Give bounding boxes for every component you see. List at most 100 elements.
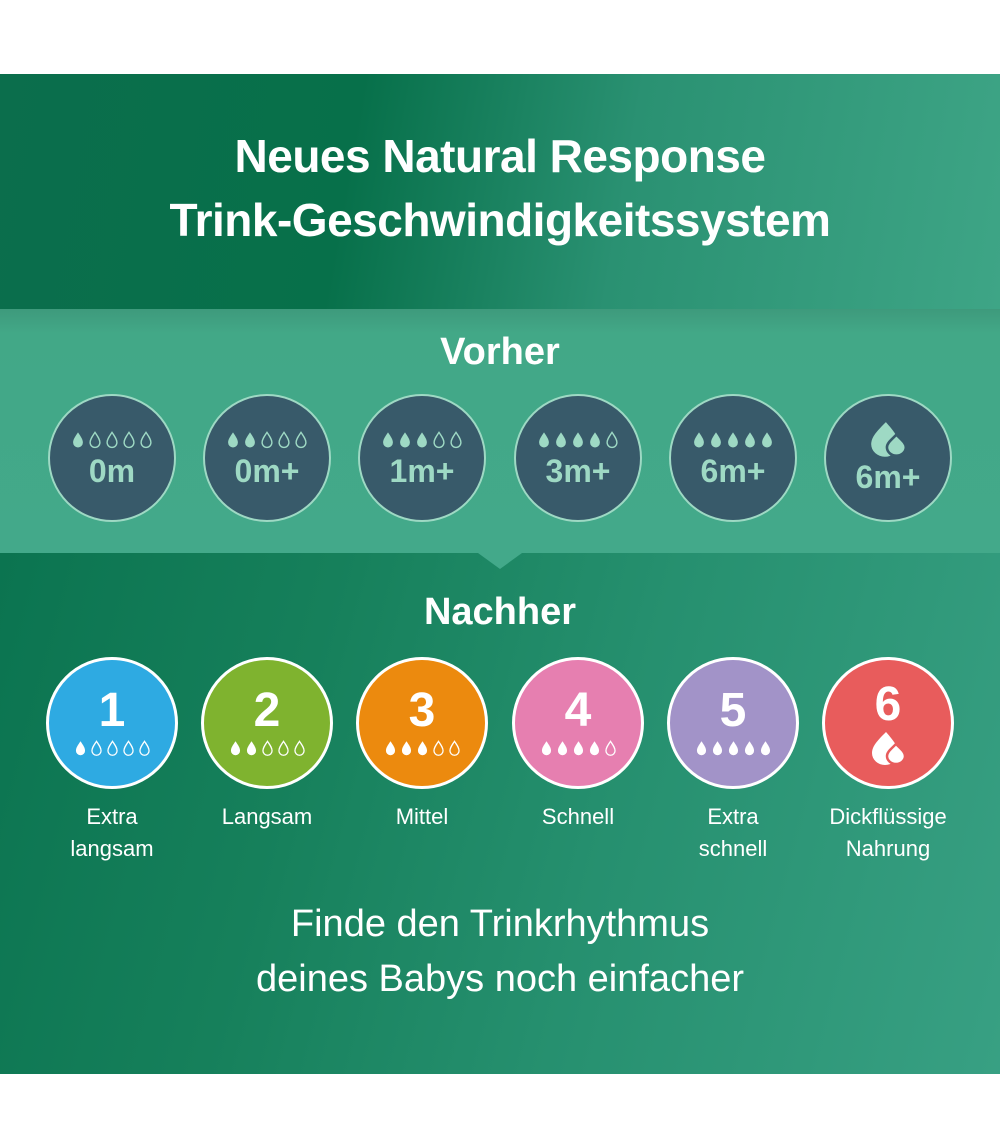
- empty-drop-icon: [450, 431, 462, 448]
- down-arrow-icon: [478, 553, 522, 569]
- flow-drops: [540, 736, 617, 760]
- filled-drop-icon: [557, 740, 567, 755]
- empty-drop-icon: [138, 739, 150, 756]
- flow-label-line-1: Langsam: [221, 804, 313, 829]
- empty-drop-icon: [90, 739, 102, 756]
- after-teat-badge: 6: [822, 657, 954, 789]
- before-teat-badge: 0m: [48, 394, 176, 522]
- flow-label: Langsam: [192, 801, 342, 833]
- flow-label: Mittel: [347, 801, 497, 833]
- before-panel: Vorher 0m 0m+ 1m+ 3m+ 6m+ 6m+: [0, 309, 1000, 553]
- empty-drop-icon: [261, 739, 273, 756]
- after-teat-badge: 4: [512, 657, 644, 789]
- filled-drop-icon: [383, 432, 393, 448]
- before-teat-badge: 0m+: [203, 394, 331, 522]
- filled-drop-icon: [762, 432, 772, 448]
- empty-drop-icon: [106, 431, 118, 448]
- filled-drop-icon: [541, 740, 551, 755]
- thick-liquid-drops-icon: [872, 732, 907, 766]
- filled-drop-icon: [573, 432, 583, 448]
- filled-drop-icon: [539, 432, 549, 448]
- filled-drop-icon: [556, 432, 566, 448]
- filled-drop-icon: [728, 432, 738, 448]
- title-line-2: Trink-Geschwindigkeitssystem: [169, 194, 831, 246]
- age-label: 6m+: [700, 453, 766, 489]
- flow-label-line-2: langsam: [70, 836, 154, 861]
- filled-drop-icon: [573, 740, 583, 755]
- header-panel: Neues Natural Response Trink-Geschwindig…: [0, 74, 1000, 309]
- title-line-1: Neues Natural Response: [234, 130, 766, 182]
- filled-drop-icon: [712, 740, 722, 755]
- empty-drop-icon: [295, 431, 307, 448]
- age-label: 0m+: [234, 453, 300, 489]
- flow-label: Schnell: [503, 801, 653, 833]
- tagline-line-1: Finde den Trinkrhythmus: [290, 903, 710, 945]
- after-teat-badge: 5: [667, 657, 799, 789]
- empty-drop-icon: [277, 739, 289, 756]
- flow-drops: [537, 428, 619, 452]
- after-heading: Nachher: [423, 591, 577, 633]
- filled-drop-icon: [228, 432, 238, 448]
- empty-drop-icon: [122, 739, 134, 756]
- flow-number: 4: [564, 684, 592, 737]
- filled-drop-icon: [73, 432, 83, 448]
- flow-number: 1: [98, 684, 126, 737]
- empty-drop-icon: [261, 431, 273, 448]
- filled-drop-icon: [400, 432, 410, 448]
- filled-drop-icon: [417, 740, 427, 755]
- filled-drop-icon: [694, 432, 704, 448]
- filled-drop-icon: [711, 432, 721, 448]
- empty-drop-icon: [89, 431, 101, 448]
- filled-drop-icon: [230, 740, 240, 755]
- flow-number: 6: [874, 678, 902, 731]
- age-label: 1m+: [389, 453, 455, 489]
- empty-drop-icon: [448, 739, 460, 756]
- filled-drop-icon: [246, 740, 256, 755]
- empty-drop-icon: [140, 431, 152, 448]
- flow-label-line-1: Extra: [707, 804, 759, 829]
- filled-drop-icon: [417, 432, 427, 448]
- before-teat-badge: 3m+: [514, 394, 642, 522]
- after-teat-badge: 3: [356, 657, 488, 789]
- filled-drop-icon: [245, 432, 255, 448]
- empty-drop-icon: [293, 739, 305, 756]
- flow-drops: [384, 736, 461, 760]
- empty-drop-icon: [433, 431, 445, 448]
- flow-number: 5: [719, 684, 747, 737]
- filled-drop-icon: [590, 432, 600, 448]
- flow-drops: [692, 428, 774, 452]
- filled-drop-icon: [744, 740, 754, 755]
- flow-drops: [74, 736, 151, 760]
- before-teat-badge: 1m+: [358, 394, 486, 522]
- flow-drops: [381, 428, 463, 452]
- empty-drop-icon: [604, 739, 616, 756]
- filled-drop-icon: [728, 740, 738, 755]
- empty-drop-icon: [106, 739, 118, 756]
- filled-drop-icon: [760, 740, 770, 755]
- before-heading: Vorher: [440, 331, 560, 373]
- empty-drop-icon: [278, 431, 290, 448]
- flow-drops: [71, 428, 153, 452]
- filled-drop-icon: [696, 740, 706, 755]
- before-teat-badge: 6m+: [824, 394, 952, 522]
- flow-label-line-1: Dickflüssige: [829, 804, 947, 829]
- after-teat-badge: 1: [46, 657, 178, 789]
- flow-number: 3: [408, 684, 436, 737]
- flow-label-line-1: Schnell: [541, 804, 615, 829]
- flow-label-line-2: schnell: [698, 836, 768, 861]
- flow-label: Extra schnell: [658, 801, 808, 865]
- before-teat-badge: 6m+: [669, 394, 797, 522]
- flow-drops: [695, 736, 772, 760]
- empty-drop-icon: [606, 431, 618, 448]
- flow-label-line-2: Nahrung: [845, 836, 931, 861]
- filled-drop-icon: [401, 740, 411, 755]
- age-label: 0m: [88, 453, 136, 489]
- thick-liquid-drops-icon: [871, 422, 908, 458]
- after-teat-badge: 2: [201, 657, 333, 789]
- empty-drop-icon: [123, 431, 135, 448]
- flow-label-line-1: Extra: [86, 804, 138, 829]
- flow-number: 2: [253, 684, 281, 737]
- filled-drop-icon: [745, 432, 755, 448]
